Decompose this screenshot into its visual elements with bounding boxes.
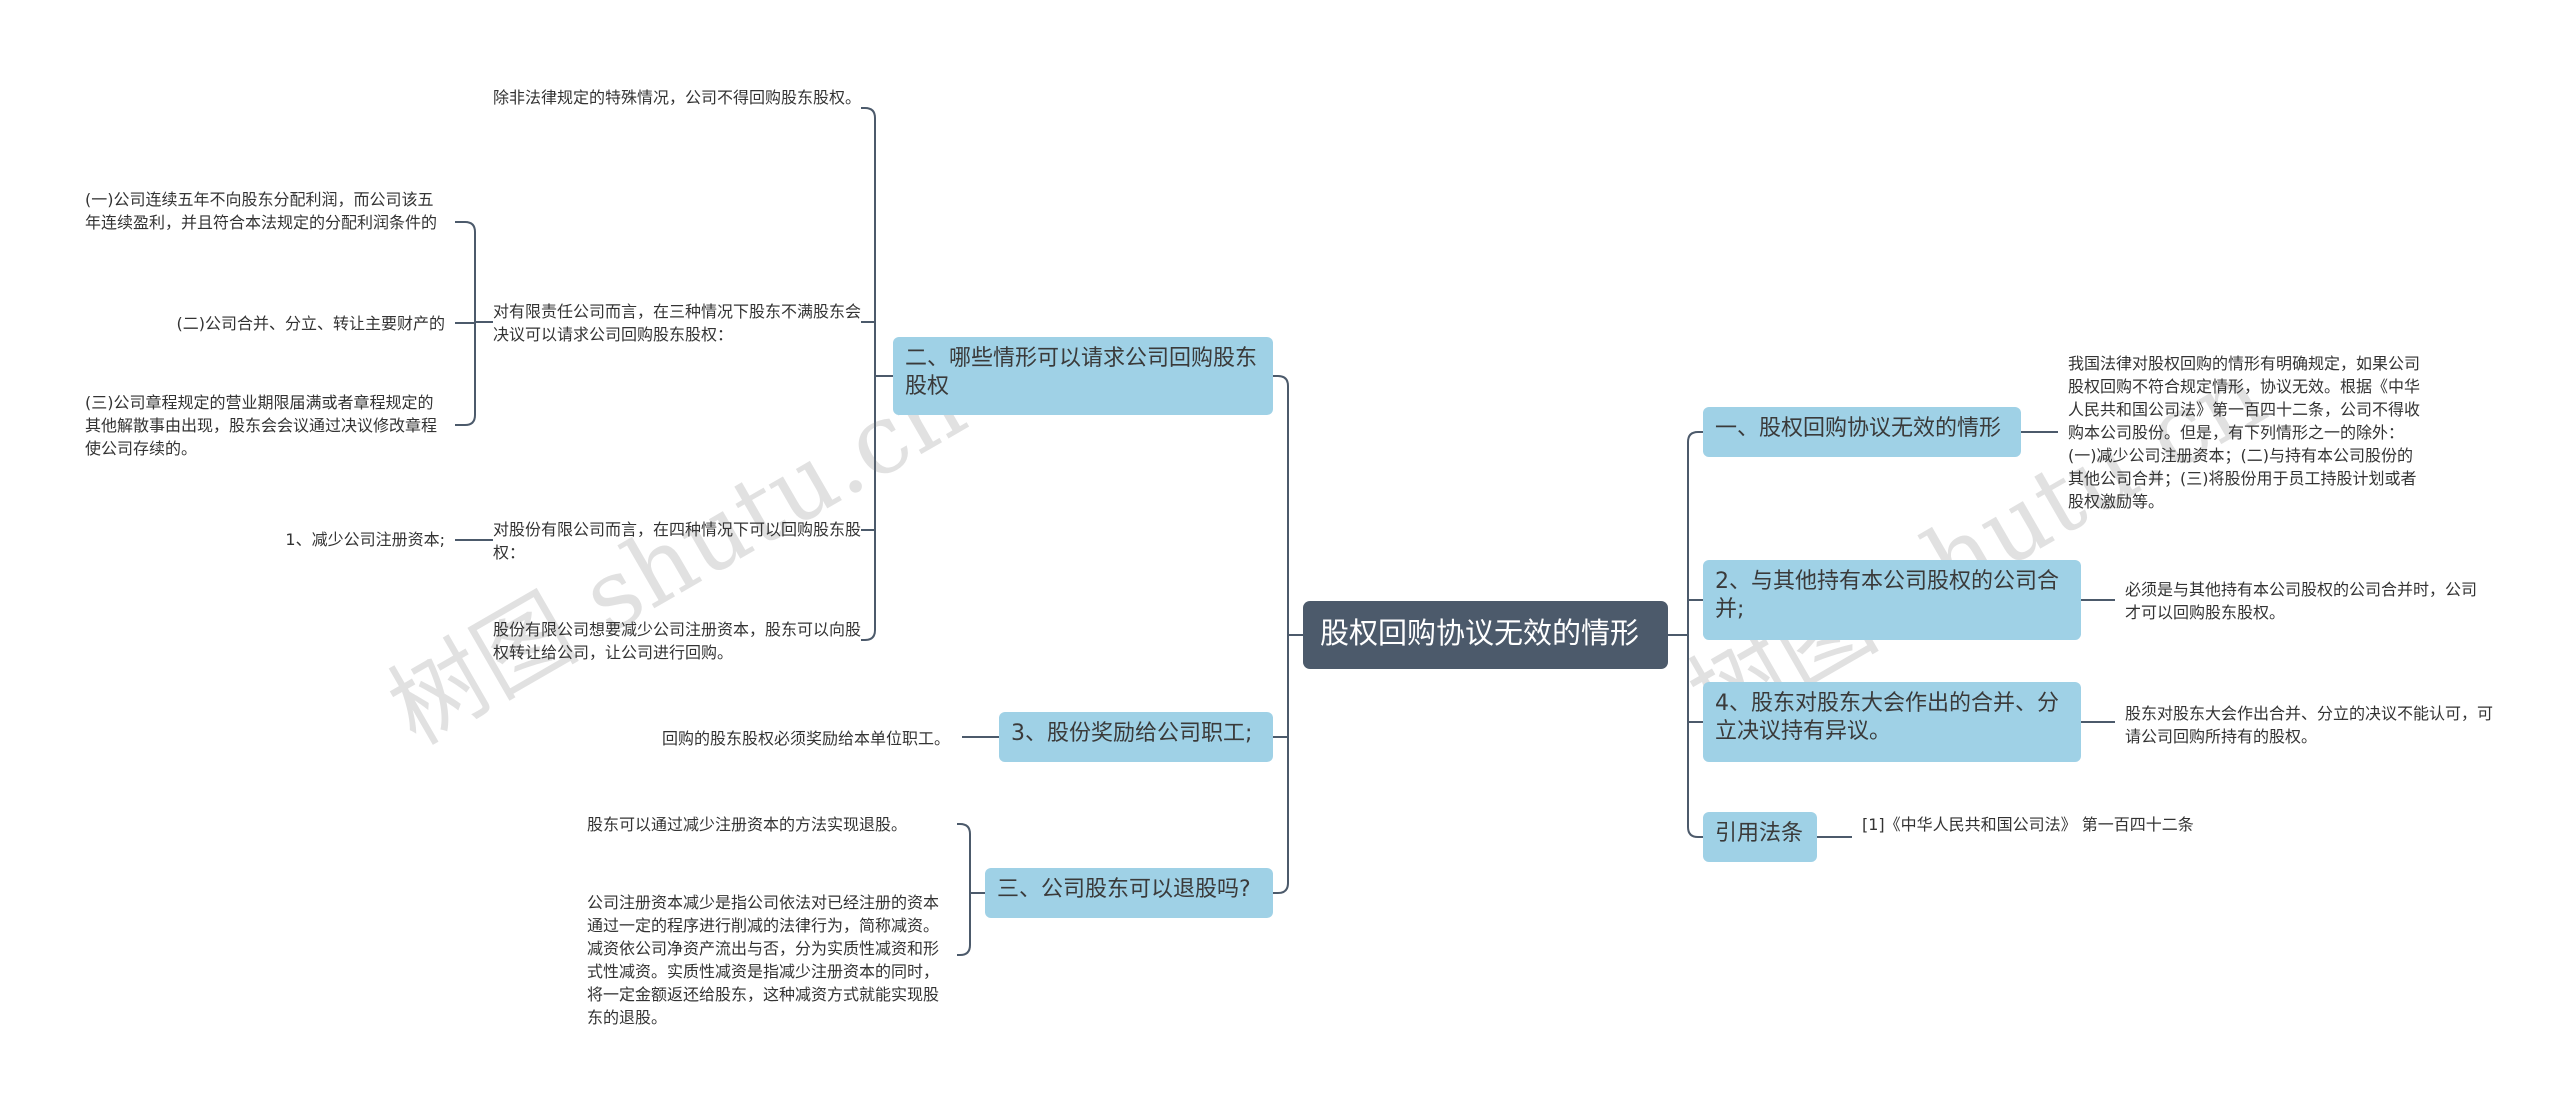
b3-leaves-edge-1 xyxy=(957,944,971,956)
leaf-case-three: (三)公司章程规定的营业期限届满或者章程规定的其他解散事由出现，股东会会议通过决… xyxy=(85,393,438,458)
b1-leaves-edge-3 xyxy=(861,629,876,641)
topic-employee-shares[interactable]: 3、股份奖励给公司职工; xyxy=(999,712,1273,762)
leaf-reward-employees: 回购的股东股权必须奖励给本单位职工。 xyxy=(661,729,950,748)
leaf-reduce-capital: 股份有限公司想要减少公司注册资本，股东可以向股权转让给公司，让公司进行回购。 xyxy=(493,620,862,662)
l2-leaves-edge-2 xyxy=(455,414,476,426)
leaf-withdraw-method: 股东可以通过减少注册资本的方法实现退股。 xyxy=(587,815,908,834)
topic-merger[interactable]: 2、与其他持有本公司股权的公司合并; xyxy=(1703,560,2081,640)
leaf-capital-reduction: 公司注册资本减少是指公司依法对已经注册的资本通过一定的程序进行削减的法律行为，简… xyxy=(587,893,940,1027)
root-right-edge-0 xyxy=(1687,431,1703,443)
l2-leaves-edge-0 xyxy=(455,221,476,233)
root-topic[interactable]: 股权回购协议无效的情形 xyxy=(1303,601,1668,669)
topic-invalid-cases[interactable]: 一、股权回购协议无效的情形 xyxy=(1703,407,2021,457)
topic-which-cases[interactable]: 二、哪些情形可以请求公司回购股东股权 xyxy=(893,337,1273,415)
b1-leaves-edge-0 xyxy=(861,107,876,119)
leaf-case-two: (二)公司合并、分立、转让主要财产的 xyxy=(176,314,446,333)
leaf-dissent-condition: 股东对股东大会作出合并、分立的决议不能认可，可请公司回购所持有的股权。 xyxy=(2125,704,2494,746)
topic-cited-law[interactable]: 引用法条 xyxy=(1703,812,1817,862)
b3-leaves-edge-0 xyxy=(957,823,971,835)
topic-dissent[interactable]: 4、股东对股东大会作出的合并、分立决议持有异议。 xyxy=(1703,682,2081,762)
leaf-llc-three-cases: 对有限责任公司而言，在三种情况下股东不满股东会决议可以请求公司回购股东股权： xyxy=(493,302,862,344)
leaf-merger-condition: 必须是与其他持有本公司股权的公司合并时，公司才可以回购股东股权。 xyxy=(2125,580,2478,622)
leaf-law-reference: [1]《中华人民共和国公司法》 第一百四十二条 xyxy=(1862,815,2194,834)
leaf-no-repurchase: 除非法律规定的特殊情况，公司不得回购股东股权。 xyxy=(493,88,862,107)
topic-withdraw-shares[interactable]: 三、公司股东可以退股吗? xyxy=(985,868,1273,918)
root-left-edge-0 xyxy=(1273,375,1289,387)
leaf-law-explanation: 我国法律对股权回购的情形有明确规定，如果公司股权回购不符合规定情形，协议无效。根… xyxy=(2068,354,2421,511)
leaf-jsc-four-cases: 对股份有限公司而言，在四种情况下可以回购股东股权： xyxy=(493,520,862,562)
root-left-edge-2 xyxy=(1273,882,1289,894)
root-right-edge-3 xyxy=(1687,826,1703,838)
leaf-case-one: (一)公司连续五年不向股东分配利润，而公司该五年连续盈利，并且符合本法规定的分配… xyxy=(85,190,438,232)
leaf-reduce-registered-capital: 1、减少公司注册资本; xyxy=(285,530,445,549)
